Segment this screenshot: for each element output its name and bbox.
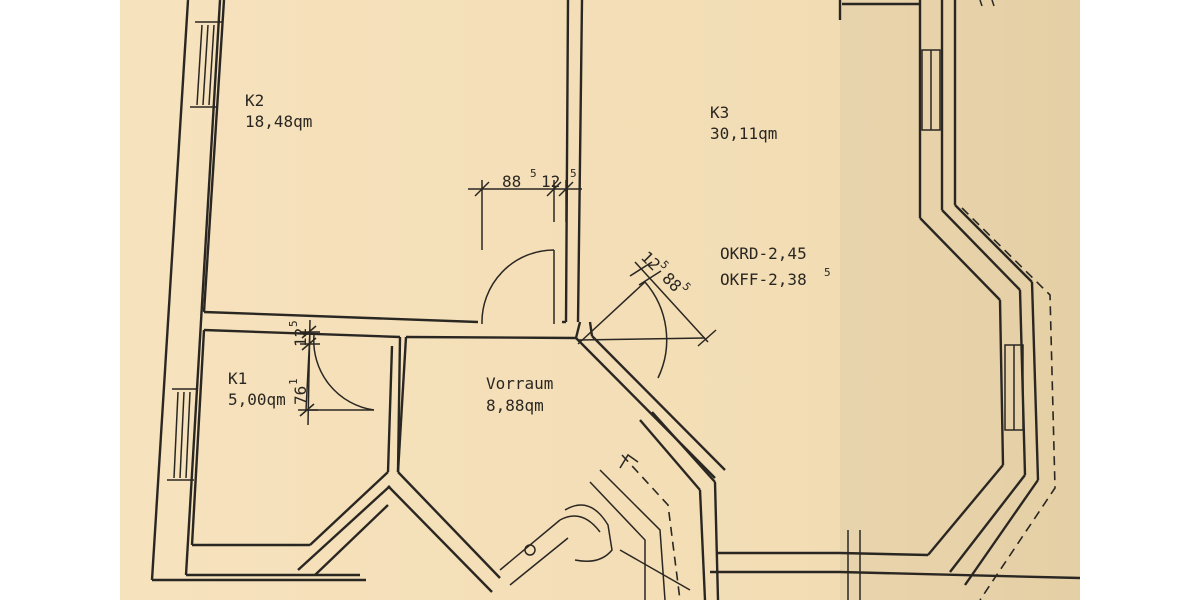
floor-plan-drawing: K2 18,48qm K3 30,11qm K1 5,00qm Vorraum …	[150, 0, 1080, 600]
window-k2-west	[190, 21, 222, 108]
okrd-level-label: OKRD-2,45	[720, 244, 807, 263]
k2-door-frame: 12	[541, 172, 560, 191]
k2-door-swing	[481, 249, 555, 325]
k2-door-width-sup: 5	[530, 167, 537, 180]
paper-fold-shade	[840, 0, 1080, 600]
k3-south-wall	[710, 530, 1080, 600]
dim-line-k3-door	[577, 261, 717, 347]
k3-room-area: 30,11qm	[710, 124, 777, 143]
vorraum-walls	[297, 335, 577, 593]
k2-room-name: K2	[245, 91, 264, 110]
window-k1-west	[167, 388, 198, 481]
k1-room-area: 5,00qm	[228, 390, 286, 409]
k2-door-width: 88	[502, 172, 521, 191]
k1-walls	[190, 328, 402, 547]
east-bay-wall	[918, 0, 1056, 600]
k3-west-wall	[574, 321, 726, 479]
k1-door-width-sup: 1	[287, 378, 300, 385]
dim-line-k2-door	[468, 180, 582, 250]
k2-door-frame-sup: 5	[570, 167, 577, 180]
k3-door-swing	[577, 281, 668, 379]
window-k3-east-north	[921, 49, 941, 131]
k1-room-name: K1	[228, 369, 247, 388]
window-k3-east-south	[1004, 344, 1024, 431]
floor-plan-sheet: K2 18,48qm K3 30,11qm K1 5,00qm Vorraum …	[120, 0, 1080, 600]
okff-level-label: OKFF-2,38	[720, 270, 807, 289]
k3-door-frame: 12	[637, 247, 664, 274]
k1-door-frame-sup: 5	[287, 320, 300, 327]
k2-walls	[202, 0, 584, 324]
k1-door-frame: 12	[291, 328, 310, 347]
vorraum-room-name: Vorraum	[486, 374, 553, 393]
k3-room-name: K3	[710, 103, 729, 122]
k1-door-width: 76	[291, 386, 310, 405]
north-east-wall-fragment	[838, 0, 995, 20]
k2-room-area: 18,48qm	[245, 112, 312, 131]
okff-level-superscript: 5	[824, 266, 831, 279]
west-exterior-wall	[150, 0, 366, 582]
vorraum-room-area: 8,88qm	[486, 396, 544, 415]
dim-line-k1-door	[298, 319, 374, 426]
stair-post-marker	[524, 544, 536, 556]
stair-well	[499, 411, 720, 600]
